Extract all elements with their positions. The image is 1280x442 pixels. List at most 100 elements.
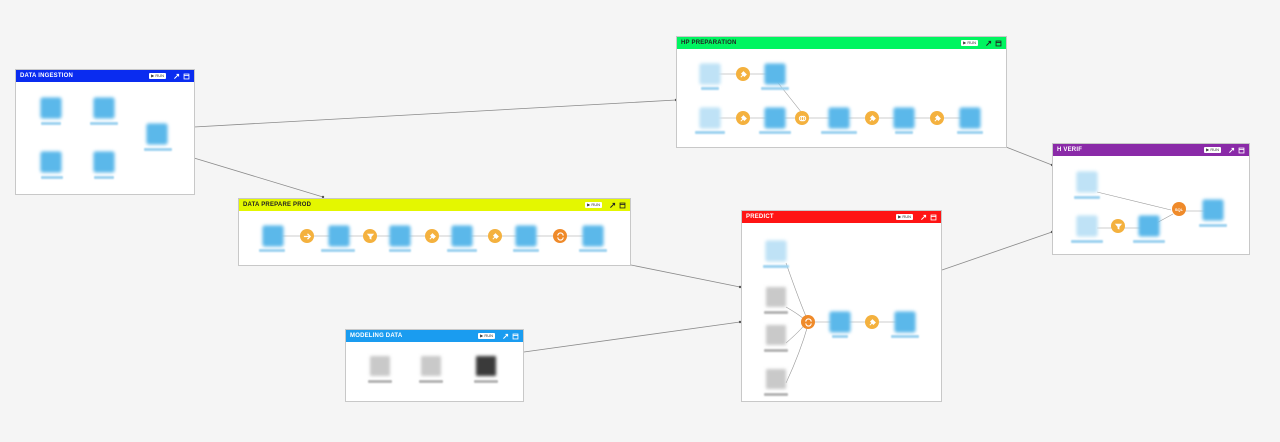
- sql-recipe-label: SQL: [1174, 206, 1184, 212]
- dataset-icon[interactable]: [94, 152, 114, 172]
- dataset-label: [695, 131, 725, 134]
- run-button[interactable]: ▶ RUN: [1204, 147, 1221, 153]
- dataset-icon[interactable]: [895, 312, 915, 332]
- expand-icon[interactable]: [502, 333, 509, 340]
- recipe-icon[interactable]: [736, 111, 750, 125]
- dataset-icon[interactable]: [700, 108, 720, 128]
- recipe-icon[interactable]: [425, 229, 439, 243]
- join-icon[interactable]: [795, 111, 809, 125]
- window-icon[interactable]: [183, 73, 190, 80]
- dataset-label: [957, 131, 983, 134]
- dataset-icon[interactable]: [1139, 216, 1159, 236]
- dataset-icon[interactable]: [94, 98, 114, 118]
- dataset-label: [832, 335, 848, 338]
- dataset-label: [513, 249, 539, 252]
- dataset-label: [1071, 240, 1103, 243]
- dataset-icon[interactable]: [829, 108, 849, 128]
- run-button[interactable]: ▶ RUN: [585, 202, 602, 208]
- run-button[interactable]: ▶ RUN: [149, 73, 166, 79]
- recipe-icon[interactable]: [930, 111, 944, 125]
- dataset-icon[interactable]: [1077, 172, 1097, 192]
- dataset-icon[interactable]: [766, 325, 786, 345]
- window-icon[interactable]: [512, 333, 519, 340]
- dataset-icon[interactable]: [766, 241, 786, 261]
- zone-title: PREDICT: [746, 214, 774, 220]
- dataset-label: [90, 122, 118, 125]
- dataset-icon[interactable]: [894, 108, 914, 128]
- sync-icon[interactable]: [553, 229, 567, 243]
- dataset-label: [1199, 224, 1227, 227]
- zone-header: DATA PREPARE PROD ▶ RUN: [239, 199, 630, 211]
- dataset-icon[interactable]: [476, 356, 496, 376]
- zone-data-prepare-prod[interactable]: DATA PREPARE PROD ▶ RUN: [238, 198, 631, 266]
- dataset-label: [419, 380, 443, 383]
- dataset-icon[interactable]: [766, 287, 786, 307]
- recipe-icon[interactable]: [865, 315, 879, 329]
- sync-icon[interactable]: [801, 315, 815, 329]
- zone-modeling-data[interactable]: MODELING DATA ▶ RUN: [345, 329, 524, 402]
- dataset-icon[interactable]: [830, 312, 850, 332]
- zone-data-ingestion[interactable]: DATA INGESTION ▶ RUN: [15, 69, 195, 195]
- filter-icon[interactable]: [1111, 219, 1125, 233]
- dataset-icon[interactable]: [516, 226, 536, 246]
- expand-icon[interactable]: [1228, 147, 1235, 154]
- dataset-icon[interactable]: [390, 226, 410, 246]
- recipe-icon[interactable]: [736, 67, 750, 81]
- window-icon[interactable]: [930, 214, 937, 221]
- zone-predict[interactable]: PREDICT ▶ RUN: [741, 210, 942, 402]
- recipe-icon[interactable]: [488, 229, 502, 243]
- dataset-label: [368, 380, 392, 383]
- run-button[interactable]: ▶ RUN: [478, 333, 495, 339]
- zone-hp-preparation[interactable]: HP PREPARATION ▶ RUN: [676, 36, 1007, 148]
- dataset-label: [144, 148, 172, 151]
- dataset-label: [764, 311, 788, 314]
- window-icon[interactable]: [1238, 147, 1245, 154]
- dataset-icon[interactable]: [41, 152, 61, 172]
- dataset-label: [94, 176, 114, 179]
- zone-body: [742, 223, 941, 401]
- expand-icon[interactable]: [985, 40, 992, 47]
- zone-title: H VERIF: [1057, 147, 1083, 153]
- zone-h-verif[interactable]: H VERIF ▶ RUN SQL: [1052, 143, 1250, 255]
- dataset-label: [447, 249, 477, 252]
- dataset-label: [701, 87, 719, 90]
- zone-body: SQL: [1053, 156, 1249, 254]
- zone-header: H VERIF ▶ RUN: [1053, 144, 1249, 156]
- dataset-icon[interactable]: [263, 226, 283, 246]
- dataset-icon[interactable]: [960, 108, 980, 128]
- dataset-label: [1133, 240, 1165, 243]
- expand-icon[interactable]: [920, 214, 927, 221]
- window-icon[interactable]: [995, 40, 1002, 47]
- dataset-icon[interactable]: [765, 108, 785, 128]
- run-button[interactable]: ▶ RUN: [961, 40, 978, 46]
- dataset-icon[interactable]: [41, 98, 61, 118]
- dataset-icon[interactable]: [421, 356, 441, 376]
- zone-title: MODELING DATA: [350, 333, 403, 339]
- dataset-icon[interactable]: [583, 226, 603, 246]
- dataset-icon[interactable]: [452, 226, 472, 246]
- dataset-label: [895, 131, 913, 134]
- dataset-label: [891, 335, 919, 338]
- recipe-icon[interactable]: SQL: [1172, 202, 1186, 216]
- dataset-icon[interactable]: [700, 64, 720, 84]
- zone-body: [346, 342, 523, 401]
- expand-icon[interactable]: [609, 202, 616, 209]
- zone-header: PREDICT ▶ RUN: [742, 211, 941, 223]
- recipe-icon[interactable]: [300, 229, 314, 243]
- window-icon[interactable]: [619, 202, 626, 209]
- expand-icon[interactable]: [173, 73, 180, 80]
- dataset-icon[interactable]: [1077, 216, 1097, 236]
- recipe-icon[interactable]: [865, 111, 879, 125]
- run-button[interactable]: ▶ RUN: [896, 214, 913, 220]
- dataset-icon[interactable]: [765, 64, 785, 84]
- filter-icon[interactable]: [363, 229, 377, 243]
- dataset-label: [759, 131, 791, 134]
- dataset-icon[interactable]: [147, 124, 167, 144]
- zone-body: [239, 211, 630, 265]
- dataset-icon[interactable]: [329, 226, 349, 246]
- dataset-icon[interactable]: [766, 369, 786, 389]
- dataset-icon[interactable]: [1203, 200, 1223, 220]
- zone-header: HP PREPARATION ▶ RUN: [677, 37, 1006, 49]
- zone-header: DATA INGESTION ▶ RUN: [16, 70, 194, 82]
- dataset-icon[interactable]: [370, 356, 390, 376]
